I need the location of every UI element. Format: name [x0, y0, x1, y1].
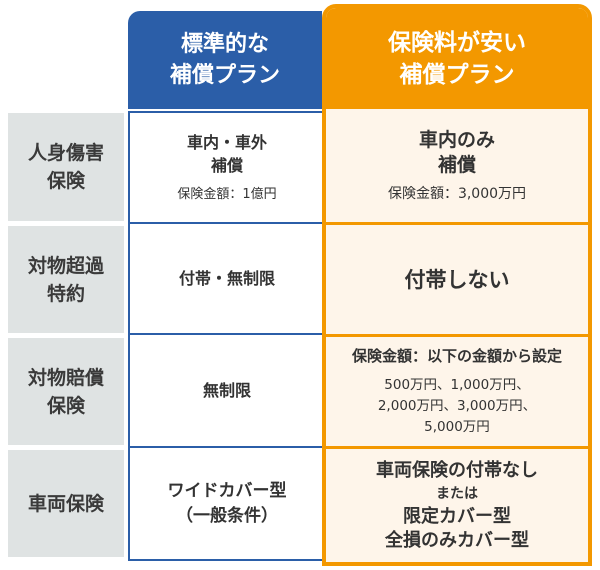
cell-main-text: （一般条件）	[176, 505, 278, 526]
cell-main-text: 車内・車外	[186, 133, 267, 152]
row-label-text: 車両保険	[27, 492, 104, 515]
coverage-option-line: 2,000万円、3,000万円、	[377, 397, 537, 414]
cell-alternative-text: 限定カバー型	[403, 505, 511, 527]
standard-cell-vehicle-insurance: ワイドカバー型 （一般条件）	[128, 446, 324, 561]
cell-connector-text: または	[436, 485, 478, 502]
cell-main-text: 車内のみ	[418, 128, 495, 151]
cell-heading-text: 保険金額：以下の金額から設定	[351, 346, 562, 365]
cell-main-text: 付帯・無制限	[178, 269, 275, 288]
cell-main-text: 無制限	[202, 381, 251, 400]
row-label-vehicle-insurance: 車両保険	[8, 450, 124, 557]
standard-cell-property-excess-rider: 付帯・無制限	[128, 222, 324, 335]
cell-main-text: ワイドカバー型	[167, 480, 287, 501]
cell-main-text: 補償	[210, 156, 243, 175]
row-label-text: 保険	[46, 394, 85, 417]
coverage-amount-options: 500万円、1,000万円、 2,000万円、3,000万円、 5,000万円	[378, 375, 536, 438]
row-label-text: 保険	[46, 170, 85, 192]
standard-cell-property-liability: 無制限	[128, 333, 324, 448]
cell-coverage-amount: 保険金額：3,000万円	[387, 185, 527, 202]
low-premium-cell-property-excess-rider: 付帯しない	[326, 222, 588, 334]
coverage-option-line: 500万円、1,000万円、	[384, 376, 530, 393]
row-label-text: 対物賠償	[27, 366, 104, 389]
low-premium-cell-vehicle-insurance: 車両保険の付帯なし または 限定カバー型 全損のみカバー型	[326, 446, 588, 562]
cell-alternative-text: 全損のみカバー型	[385, 529, 529, 551]
low-premium-cell-personal-injury: 車内のみ 補償 保険金額：3,000万円	[326, 109, 588, 222]
low-premium-plan-title-line: 補償プラン	[399, 61, 515, 88]
row-label-personal-injury: 人身傷害 保険	[8, 113, 124, 221]
row-label-text: 特約	[46, 282, 85, 305]
low-premium-plan-header: 保険料が安い 補償プラン	[326, 8, 588, 109]
standard-plan-header: 標準的な 補償プラン	[128, 11, 322, 109]
row-label-property-liability: 対物賠償 保険	[8, 338, 124, 445]
standard-plan-title-line: 標準的な	[180, 32, 269, 57]
low-premium-plan-title-line: 保険料が安い	[388, 29, 526, 56]
cell-coverage-amount: 保険金額：1億円	[177, 187, 277, 202]
low-premium-plan-column: 保険料が安い 補償プラン 車内のみ 補償 保険金額：3,000万円 付帯しない …	[322, 4, 592, 566]
standard-plan-title-line: 補償プラン	[169, 63, 280, 88]
cell-main-text: 付帯しない	[404, 267, 510, 292]
coverage-option-line: 5,000万円	[424, 418, 490, 435]
row-label-text: 人身傷害	[27, 142, 104, 164]
low-premium-cell-property-liability: 保険金額：以下の金額から設定 500万円、1,000万円、 2,000万円、3,…	[326, 334, 588, 446]
row-label-property-excess-rider: 対物超過 特約	[8, 226, 124, 333]
row-label-text: 対物超過	[27, 254, 104, 277]
cell-main-text: 補償	[437, 153, 476, 176]
standard-cell-personal-injury: 車内・車外 補償 保険金額：1億円	[128, 111, 324, 224]
cell-main-text: 車両保険の付帯なし	[376, 459, 538, 481]
